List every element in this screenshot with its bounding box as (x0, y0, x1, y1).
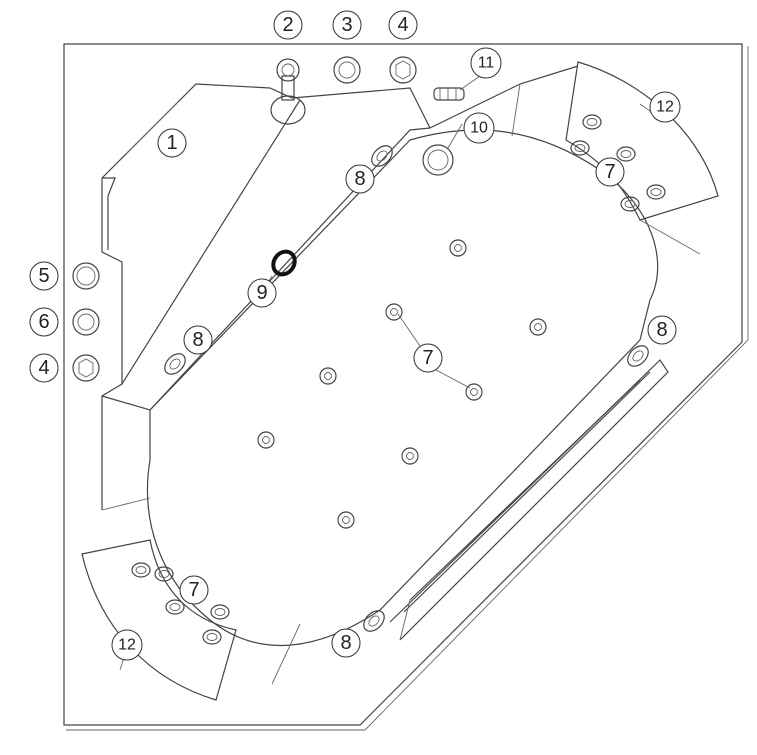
callout-11: 11 (470, 47, 502, 79)
callout-10: 10 (463, 112, 495, 144)
floor-jet (319, 367, 337, 385)
callout-2: 2 (273, 10, 303, 40)
back-jet (165, 599, 185, 615)
svg-text:7: 7 (422, 347, 433, 369)
callout-4-side: 4 (29, 353, 59, 383)
floor-jets (257, 239, 547, 529)
floor-jet (257, 431, 275, 449)
svg-text:8: 8 (354, 168, 365, 190)
callout-5: 5 (29, 261, 59, 291)
callout-4-top: 4 (388, 10, 418, 40)
back-jet (582, 114, 602, 130)
svg-text:9: 9 (256, 282, 267, 304)
svg-text:8: 8 (340, 632, 351, 654)
floor-jet (465, 383, 483, 401)
callout-9: 9 (247, 278, 277, 308)
callout-1: 1 (157, 128, 187, 158)
floor-jet (449, 239, 467, 257)
floor-jet (529, 318, 547, 336)
callout-12-bottom: 12 (111, 629, 143, 661)
back-jets-top (570, 114, 666, 212)
jet-8-upper (371, 145, 393, 167)
tub-deck (101, 65, 669, 641)
item-10-overflow (422, 144, 454, 176)
callouts: 1 2 3 4 5 6 4 7 7 7 8 8 8 8 9 10 11 12 1… (29, 10, 681, 661)
top-control-4 (389, 56, 417, 84)
back-jet (154, 566, 174, 582)
svg-text:4: 4 (397, 14, 408, 36)
jet-8-right (627, 345, 649, 367)
floor-jet (385, 303, 403, 321)
back-jet (202, 629, 222, 645)
floor-jet (337, 511, 355, 529)
tub-basin (146, 129, 659, 646)
callout-7-center: 7 (413, 343, 443, 373)
callout-8-right: 8 (647, 315, 677, 345)
callout-8-upper: 8 (345, 164, 375, 194)
side-control-5 (72, 262, 100, 290)
callout-6: 6 (29, 307, 59, 337)
svg-text:7: 7 (604, 161, 615, 183)
back-jet (616, 146, 636, 162)
floor-jet (401, 447, 419, 465)
svg-text:4: 4 (38, 357, 49, 379)
callout-7-bottom: 7 (179, 575, 209, 605)
svg-text:1: 1 (166, 132, 177, 154)
back-jet (646, 184, 666, 200)
svg-text:7: 7 (188, 579, 199, 601)
jet-8-bottom (363, 610, 385, 632)
svg-text:8: 8 (192, 329, 203, 351)
svg-text:12: 12 (118, 637, 136, 654)
callout-8-lower-left: 8 (183, 325, 213, 355)
svg-text:10: 10 (470, 120, 488, 137)
callout-8-bottom: 8 (331, 628, 361, 658)
side-control-6 (72, 308, 100, 336)
svg-text:2: 2 (282, 14, 293, 36)
top-control-3 (333, 56, 361, 84)
faucet (270, 58, 306, 125)
side-control-4 (72, 354, 100, 382)
back-jet (620, 196, 640, 212)
headrest-bottom (81, 497, 301, 701)
back-jet (131, 562, 151, 578)
back-jet (210, 604, 230, 620)
callout-12-top: 12 (649, 91, 681, 123)
callout-3: 3 (332, 10, 362, 40)
svg-text:5: 5 (38, 265, 49, 287)
svg-text:6: 6 (38, 311, 49, 333)
back-jet (570, 140, 590, 156)
tub-outer-frame (63, 43, 749, 731)
item-11-knob (433, 87, 465, 101)
callout-7-top: 7 (595, 157, 625, 187)
back-jets-bottom (131, 562, 230, 645)
svg-text:8: 8 (656, 319, 667, 341)
headrest-top (511, 61, 719, 255)
svg-text:12: 12 (656, 99, 674, 116)
svg-text:3: 3 (341, 14, 352, 36)
wall-jets (164, 145, 649, 632)
jet-8-lower-left (164, 353, 186, 375)
svg-text:11: 11 (478, 55, 495, 72)
